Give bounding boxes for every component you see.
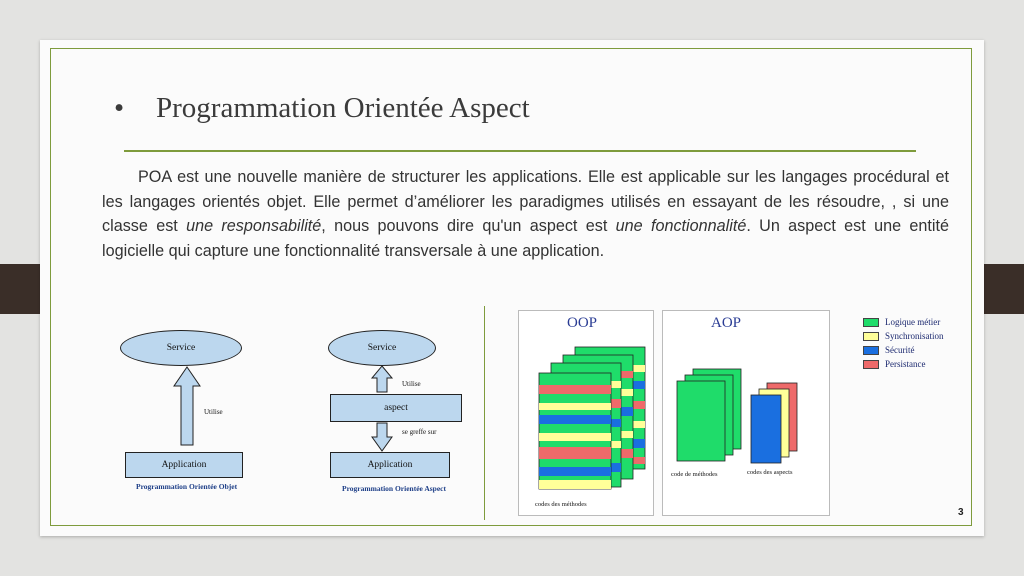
application-box: Application	[125, 452, 243, 478]
legend-item: Synchronisation	[863, 331, 944, 341]
aspect-caption: Programmation Orientée Aspect	[342, 484, 447, 493]
uses-label: Utilise	[204, 408, 223, 416]
diagram-aspect: Service Utilise aspect se greffe sur App…	[328, 328, 468, 498]
legend-item: Logique métier	[863, 317, 940, 327]
oo-caption: Programmation Orientée Objet	[136, 482, 238, 491]
grafts-on-label: se greffe sur	[402, 428, 437, 436]
slide-title-text: Programmation Orientée Aspect	[156, 92, 530, 124]
slide: • Programmation Orientée Aspect POA est u…	[40, 40, 984, 536]
service-ellipse: Service	[120, 330, 242, 366]
aop-panel: AOP code de méthodes codes des aspects	[662, 310, 830, 516]
diagram-oo: Service Utilise Application Programmatio…	[120, 328, 250, 498]
up-arrow-icon	[173, 366, 201, 446]
service-ellipse: Service	[328, 330, 436, 366]
legend-item: Sécurité	[863, 345, 915, 355]
vertical-divider	[484, 306, 485, 520]
oop-title: OOP	[567, 315, 598, 331]
application-box: Application	[330, 452, 450, 478]
bullet-icon: •	[114, 92, 125, 124]
aop-aspect-caption: codes des aspects	[747, 469, 793, 476]
slide-title: • Programmation Orientée Aspect	[114, 92, 530, 125]
oop-panel: OOP	[518, 310, 654, 516]
legend-swatch	[863, 331, 879, 341]
page-number: 3	[958, 507, 964, 518]
body-paragraph: POA est une nouvelle manière de structur…	[102, 165, 949, 263]
oop-method-stack	[538, 346, 646, 490]
legend-swatch	[863, 359, 879, 369]
aop-method-caption: code de méthodes	[671, 471, 718, 478]
body-paragraph-text: POA est une nouvelle manière de structur…	[102, 168, 949, 260]
aop-title: AOP	[711, 315, 742, 331]
aop-code-cards	[676, 368, 798, 464]
up-arrow-icon	[370, 365, 394, 393]
oop-caption: codes des méthodes	[535, 501, 587, 508]
slide-frame	[50, 48, 972, 526]
uses-label: Utilise	[402, 380, 421, 388]
legend-swatch	[863, 345, 879, 355]
legend-item: Persistance	[863, 359, 926, 369]
down-arrow-icon	[371, 422, 393, 452]
aspect-box: aspect	[330, 394, 462, 422]
legend-swatch	[863, 317, 879, 327]
title-divider	[124, 150, 916, 152]
